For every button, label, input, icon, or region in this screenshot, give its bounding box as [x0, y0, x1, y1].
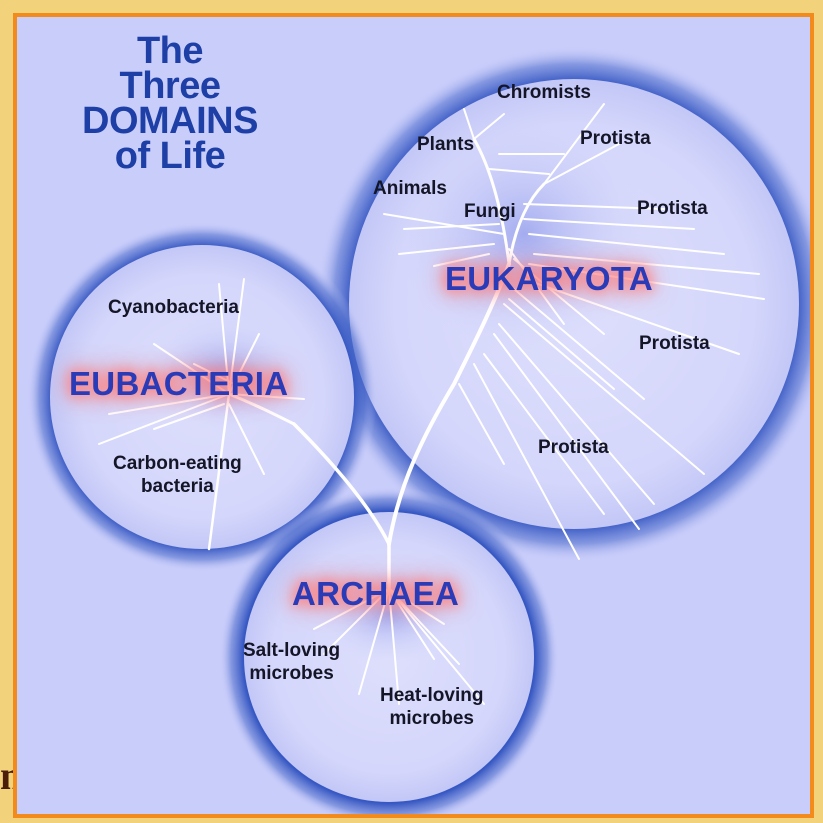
label-heat-line-1: Heat-loving	[380, 684, 483, 707]
domain-label-archaea: ARCHAEA	[292, 575, 459, 613]
label-carbon-line-1: Carbon-eating	[113, 452, 242, 475]
label-salt-loving-microbes: Salt-loving microbes	[243, 639, 340, 685]
diagram-frame: The Three DOMAINS of Life EUKARYOTA EUBA…	[13, 13, 814, 818]
label-protista-upper: Protista	[580, 127, 651, 150]
title-line-2: Three	[70, 69, 270, 104]
label-salt-line-1: Salt-loving	[243, 639, 340, 662]
title-line-1: The	[70, 34, 270, 69]
label-heat-line-2: microbes	[380, 707, 483, 730]
eukaryota-circle	[316, 46, 810, 562]
label-salt-line-2: microbes	[243, 662, 340, 685]
domain-label-eubacteria: EUBACTERIA	[69, 365, 288, 403]
label-plants: Plants	[417, 133, 474, 156]
label-protista-right: Protista	[637, 197, 708, 220]
label-animals: Animals	[373, 177, 447, 200]
title-line-3: DOMAINS	[70, 104, 270, 139]
label-carbon-eating-bacteria: Carbon-eating bacteria	[113, 452, 242, 498]
label-protista-mid: Protista	[639, 332, 710, 355]
label-heat-loving-microbes: Heat-loving microbes	[380, 684, 483, 730]
title-line-4: of Life	[70, 139, 270, 174]
label-cyanobacteria: Cyanobacteria	[108, 296, 239, 319]
label-fungi: Fungi	[464, 200, 516, 223]
label-protista-lower: Protista	[538, 436, 609, 459]
domain-label-eukaryota: EUKARYOTA	[445, 260, 653, 298]
label-carbon-line-2: bacteria	[113, 475, 242, 498]
label-chromists: Chromists	[497, 81, 591, 104]
diagram-title: The Three DOMAINS of Life	[70, 34, 270, 174]
